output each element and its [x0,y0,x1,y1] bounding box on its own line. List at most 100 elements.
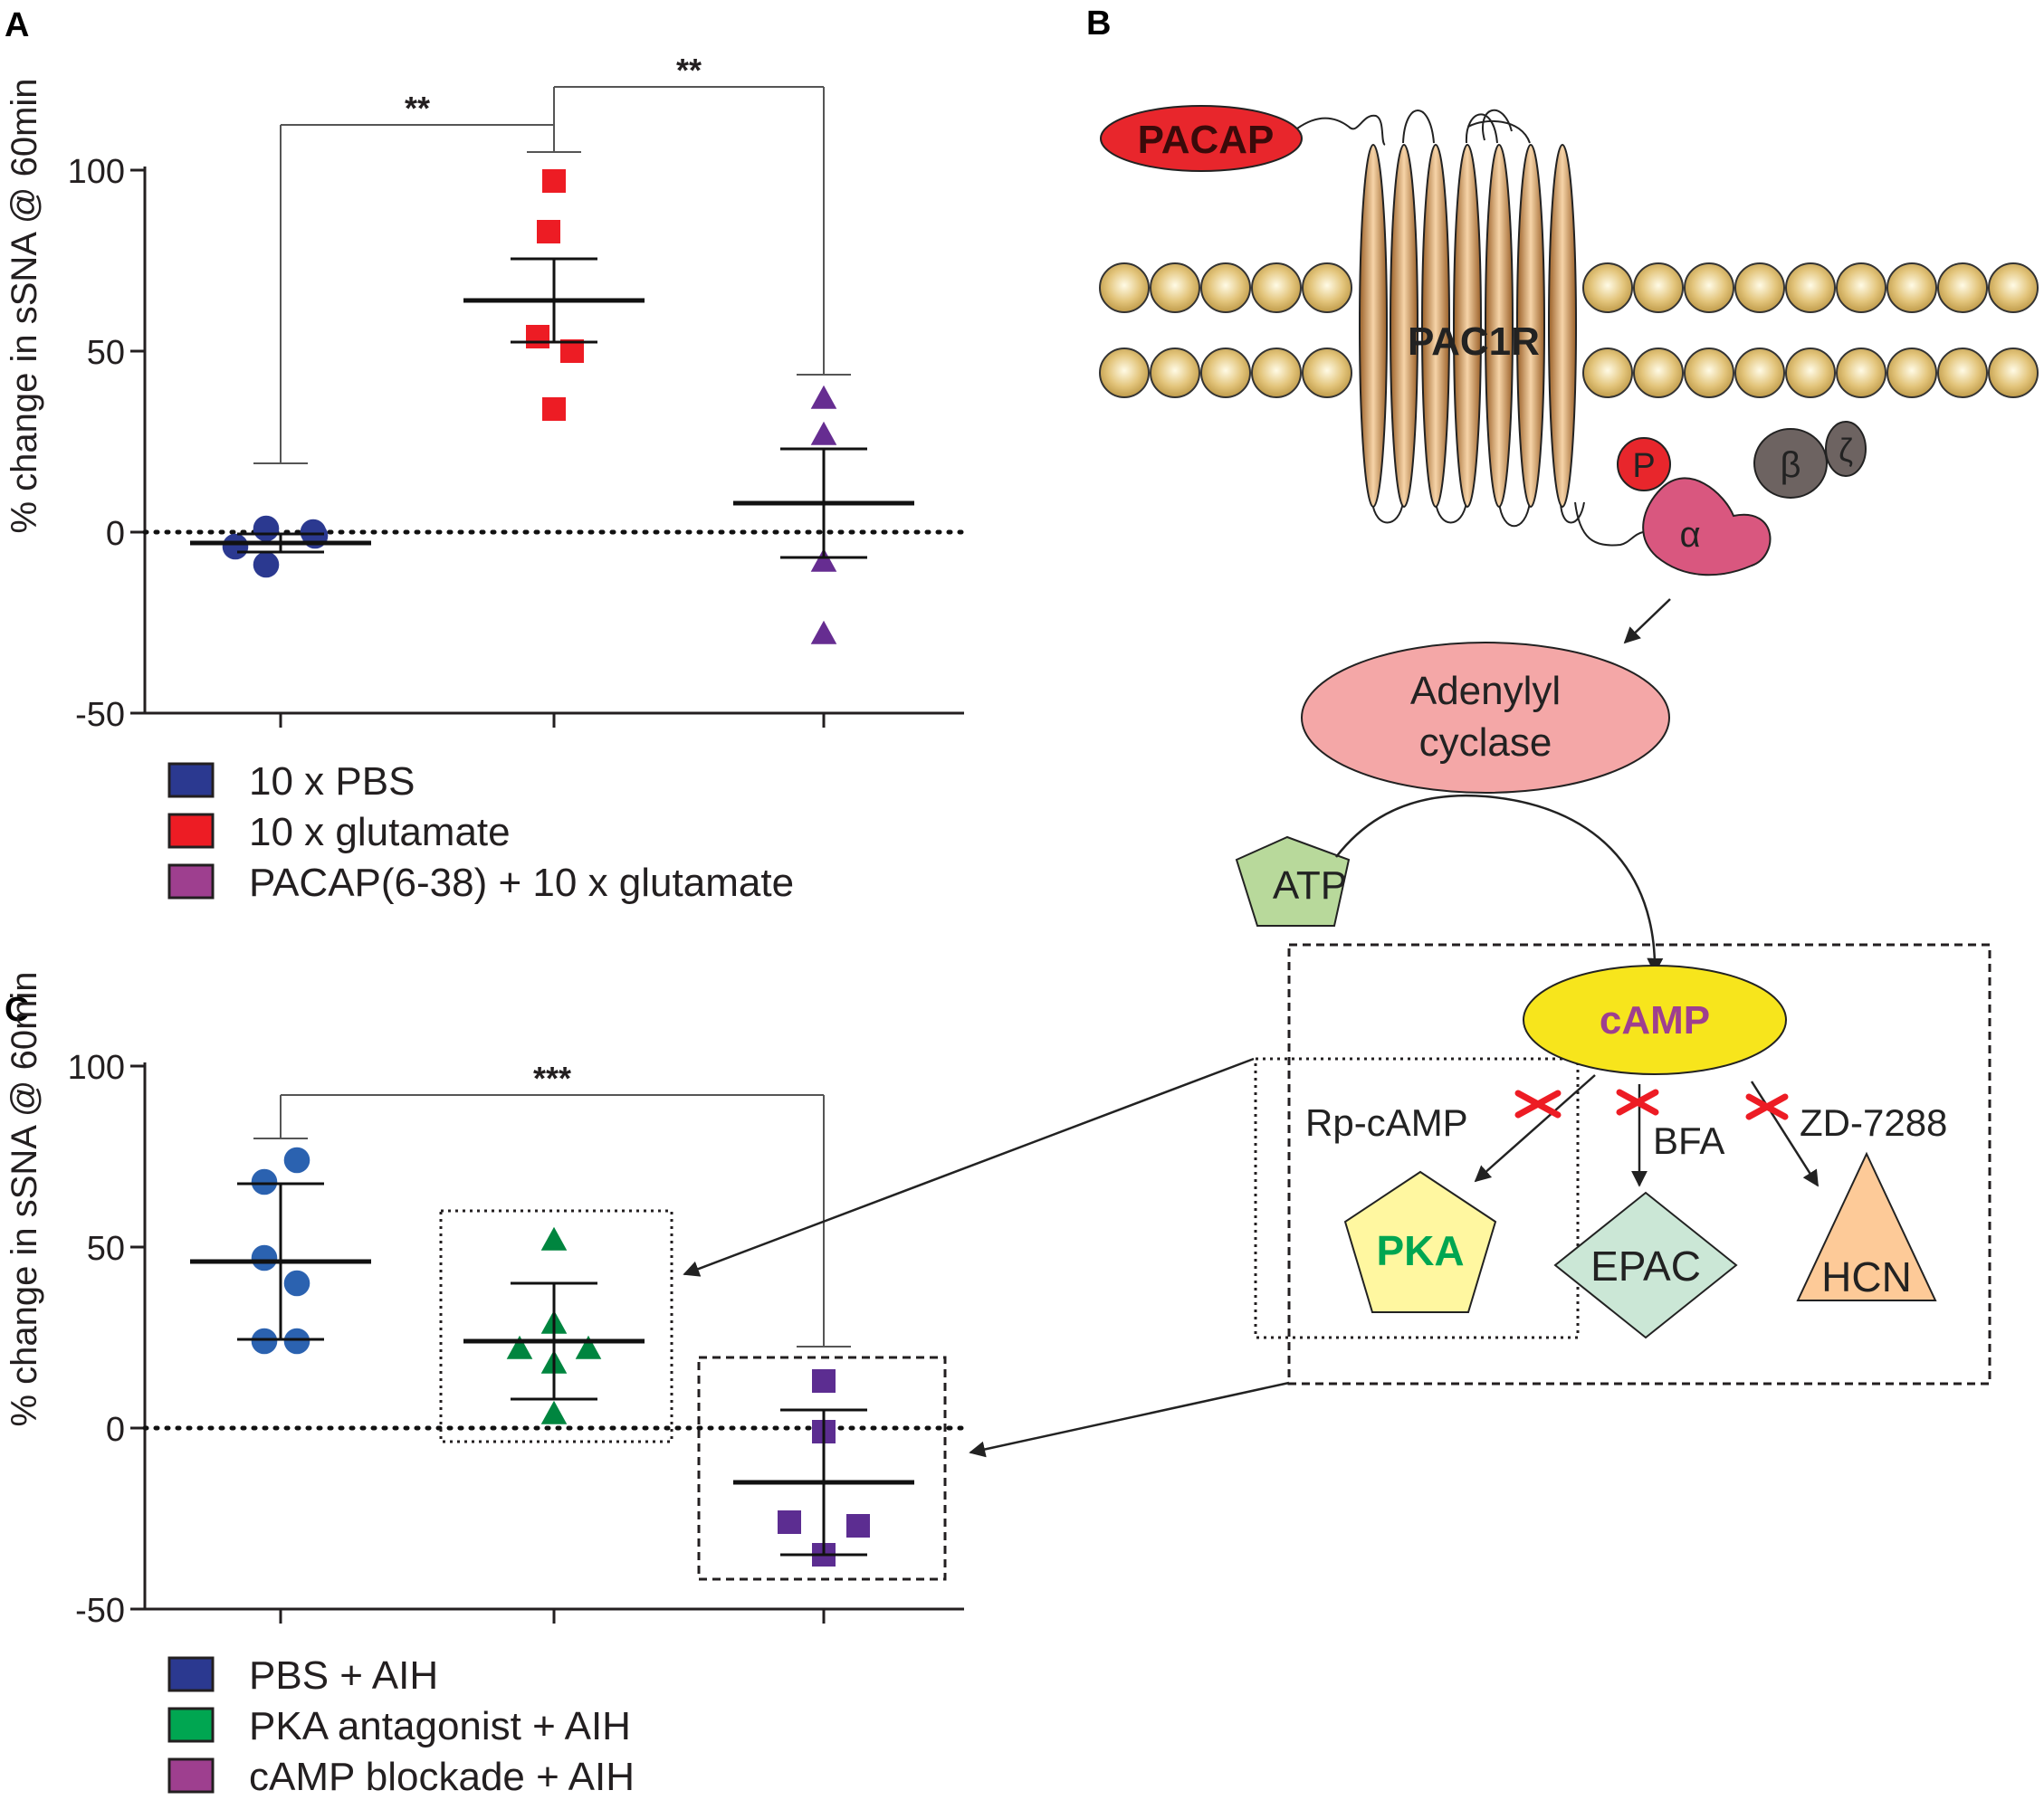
c-terminal-tail [1574,501,1644,547]
lipid-bead [1836,262,1886,313]
lipid-bead [1836,348,1886,398]
intracellular-loop [1498,501,1531,528]
data-point [540,1400,568,1424]
zeta-label: ζ [1839,432,1853,469]
panel-b: B PACAP PAC1R P α β ζ [683,5,2039,1458]
y-tick-label: 0 [106,515,125,553]
data-point [283,1328,310,1355]
pac1r-receptor [1359,144,1577,508]
camp-to-pka-arrow [1474,1074,1596,1183]
data-point [253,515,280,542]
adenylyl-label-line2: cyclase [1419,720,1552,765]
legend-label: PACAP(6-38) + 10 x glutamate [249,861,794,905]
pka-pentagon [1343,1170,1497,1313]
y-tick-label: 0 [106,1411,125,1449]
y-axis-label: % change in sSNA @ 60min [5,971,44,1426]
activation-arrow [1623,598,1671,644]
lipid-bead [1886,262,1937,313]
y-tick-label: -50 [75,696,125,734]
lipid-bead [1633,262,1684,313]
legend-swatch [167,813,215,849]
legend-label: cAMP blockade + AIH [249,1755,635,1799]
n-terminal-loop [1296,114,1386,146]
cell-membrane [1099,262,2039,398]
lipid-bead [1988,262,2039,313]
y-tick-label: 50 [87,1230,125,1268]
lipid-bead [1937,348,1988,398]
conversion-arrow [1335,794,1664,975]
inhibition-marks [1514,1089,1789,1120]
extracellular-loop [1402,110,1435,144]
camp-group-box [697,1356,947,1581]
legend-swatch [167,762,215,798]
pka-label: PKA [1376,1227,1464,1274]
zd-7288-label: ZD-7288 [1800,1101,1947,1144]
lipid-bead [1302,262,1352,313]
lipid-bead [1734,348,1785,398]
data-point [810,385,837,409]
pka-link-arrow [683,1057,1255,1277]
data-point [251,1328,278,1355]
highlight-boxes [439,1209,947,1581]
panel-letter-a: A [5,6,29,44]
bfa-label: BFA [1653,1119,1724,1162]
data-point [540,1226,568,1251]
phosphate-label: P [1632,447,1655,485]
pacap-ligand [1100,105,1303,172]
pacap-label: PACAP [1138,118,1275,162]
intracellular-loop [1371,501,1404,524]
epac-diamond [1553,1191,1738,1339]
intracellular-loop [1560,501,1585,524]
lipid-bead [1099,348,1150,398]
hcn-label: HCN [1821,1253,1912,1300]
data-point [251,1244,278,1271]
data-point [526,325,549,348]
g-beta-subunit [1753,428,1828,499]
transmembrane-helix [1548,144,1577,508]
data-point [575,1335,602,1359]
transmembrane-helix [1390,144,1418,508]
significance-label: *** [533,1060,571,1097]
lipid-bead [1684,348,1734,398]
data-point [778,1510,801,1534]
g-gamma-subunit [1825,421,1867,477]
data-point [283,1147,310,1174]
lipid-bead [1582,262,1633,313]
panel-letter-b: B [1086,5,1111,43]
lipid-bead [1988,348,2039,398]
adenylyl-cyclase [1301,642,1670,794]
data-point [506,1335,533,1359]
phosphate-group [1617,437,1671,491]
extracellular-loop [1467,119,1531,144]
data-point [812,1369,836,1393]
camp-link-arrow [969,1381,1290,1458]
y-tick-label: 100 [68,1049,125,1087]
data-point [300,519,327,546]
receptor-loops [1296,109,1644,547]
data-points [251,1147,870,1567]
extracellular-loop [1482,109,1513,141]
significance-brackets: *** [253,1060,851,1348]
data-point [810,620,837,644]
pac1r-label: PAC1R [1408,319,1540,364]
significance-brackets: **** [253,52,851,464]
y-axis-label: % change in sSNA @ 60min [5,78,44,533]
inhibit-x-icon [1745,1093,1789,1120]
y-tick-label: -50 [75,1592,125,1630]
data-point [846,1514,870,1538]
lipid-bead [1251,348,1302,398]
hcn-triangle [1796,1151,1937,1301]
data-point [537,220,560,243]
y-tick-label: 50 [87,334,125,372]
lipid-bead [1099,262,1150,313]
lipid-bead [1937,262,1988,313]
lipid-bead [1150,262,1200,313]
data-point [542,169,566,193]
legend-label: PKA antagonist + AIH [249,1704,631,1748]
legend-swatch [167,1656,215,1692]
transmembrane-helix [1421,144,1450,508]
transmembrane-helix [1485,144,1514,508]
